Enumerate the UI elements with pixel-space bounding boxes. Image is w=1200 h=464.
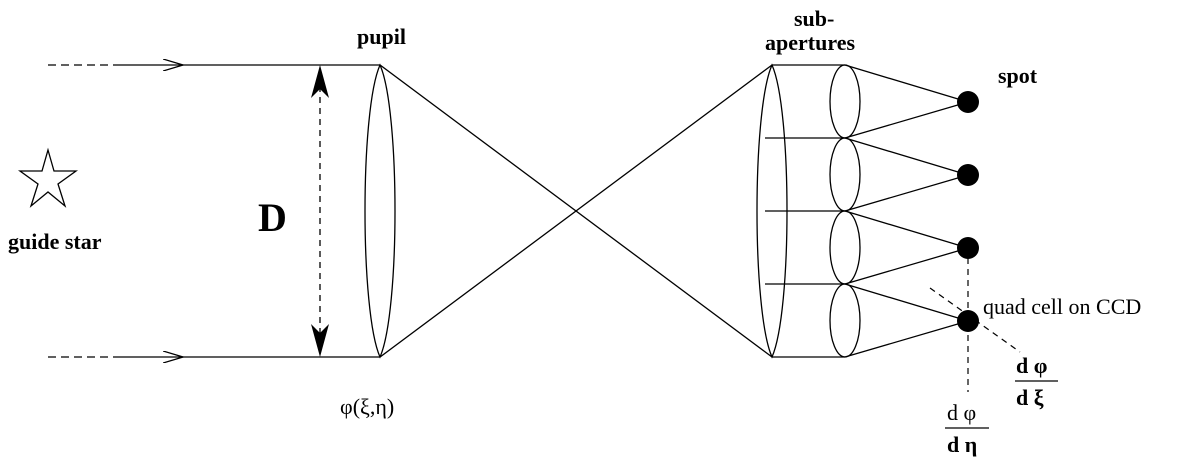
focal-spots: [957, 91, 979, 332]
spot-4: [957, 310, 979, 332]
spot-label: spot: [998, 63, 1038, 88]
guide-star-label: guide star: [8, 229, 102, 254]
diameter-label: D: [258, 195, 287, 240]
dphi-deta-denominator: d η: [947, 432, 977, 457]
dphi-deta-numerator: d φ: [947, 400, 976, 425]
lenslet-focus-rays: [844, 64, 969, 358]
pupil-lens: [364, 63, 396, 359]
subaperture-2: [829, 137, 861, 212]
guide-star-icon: [17, 147, 79, 208]
subaperture-4: [829, 283, 861, 358]
spot-1: [957, 91, 979, 113]
subaperture-3: [829, 210, 861, 285]
phase-label: φ(ξ,η): [340, 394, 394, 419]
subapertures-label-line2: apertures: [765, 30, 855, 55]
subaperture-1: [829, 64, 861, 139]
dphi-dxi-numerator: d φ: [1016, 353, 1047, 378]
relay-to-lenslet-lines: [765, 64, 845, 358]
diameter-arrow: [311, 65, 329, 357]
dphi-dxi-denominator: d ξ: [1016, 385, 1044, 410]
quad-cell-label: quad cell on CCD: [983, 294, 1141, 319]
spot-3: [957, 237, 979, 259]
spot-2: [957, 164, 979, 186]
subapertures-label-line1: sub-: [794, 6, 834, 31]
pupil-label: pupil: [357, 24, 406, 49]
crossing-rays: [379, 64, 773, 358]
